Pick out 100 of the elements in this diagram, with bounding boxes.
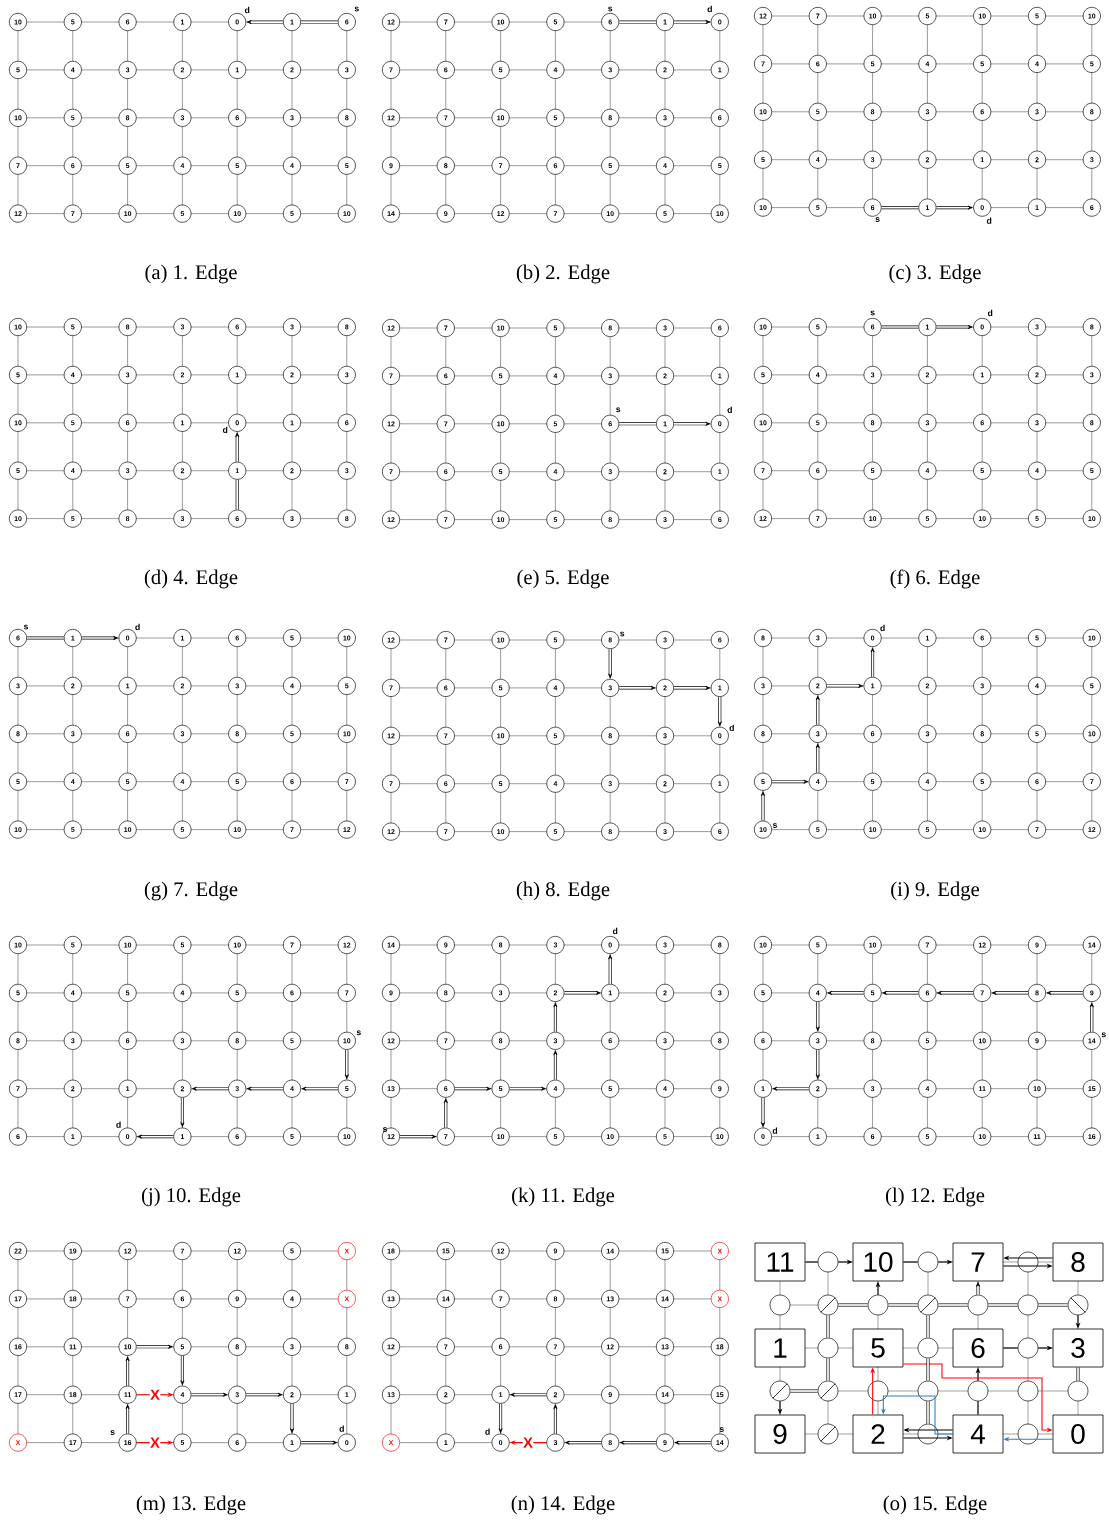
endpoint-label: s	[382, 1127, 388, 1132]
arrow	[935, 325, 973, 329]
arrow	[553, 1050, 558, 1081]
arrow	[926, 1357, 930, 1382]
arrow	[771, 779, 809, 784]
junction-circle	[967, 1380, 989, 1402]
arrow	[180, 1096, 185, 1128]
number-box: 7	[952, 1242, 1004, 1282]
arrow	[935, 205, 973, 210]
arrow	[673, 421, 711, 426]
arrow	[882, 990, 920, 995]
arrow	[815, 695, 820, 726]
arrow	[245, 1392, 283, 1397]
arrow	[125, 1404, 130, 1435]
caption: (n) 14. Edge	[511, 1495, 615, 1515]
caption: (l) 12. Edge	[885, 1187, 985, 1207]
junction-circle	[1017, 1337, 1039, 1359]
arrow	[135, 1344, 173, 1349]
junction-circle	[1017, 1251, 1039, 1273]
endpoint-label: d	[339, 1425, 344, 1432]
number-box: 4	[952, 1414, 1004, 1454]
number-box: 1	[754, 1328, 806, 1368]
number-box: 11	[754, 1242, 806, 1282]
arrow	[137, 1134, 175, 1139]
caption: (j) 10. Edge	[141, 1187, 241, 1207]
caption: (e) 5. Edge	[517, 569, 609, 589]
arrow	[344, 1048, 349, 1080]
endpoint-label: d	[727, 406, 732, 413]
endpoint-label: s	[875, 217, 880, 222]
arrow	[717, 696, 722, 727]
number-box: 9	[754, 1414, 806, 1454]
arrow	[180, 1354, 185, 1386]
arrow	[991, 990, 1029, 995]
number-box: 6	[952, 1328, 1004, 1368]
caption: (o) 15. Edge	[883, 1495, 987, 1515]
endpoint-label: d	[772, 1127, 778, 1134]
junction-circle	[1067, 1294, 1089, 1316]
arrow	[443, 1098, 448, 1129]
endpoint-label: s	[354, 6, 359, 12]
caption: (g) 7. Edge	[144, 881, 238, 901]
endpoint-label: s	[1101, 1032, 1106, 1038]
junction-circle	[1017, 1294, 1039, 1316]
caption: (i) 9. Edge	[891, 881, 980, 901]
edge-label: X	[149, 1389, 161, 1401]
arrow	[825, 683, 864, 688]
number-box: 5	[852, 1328, 904, 1368]
endpoint-label: s	[719, 1427, 724, 1432]
arrow	[510, 1392, 548, 1397]
arrow	[190, 1392, 228, 1397]
junction-circle	[967, 1294, 989, 1316]
arrow	[563, 990, 601, 995]
endpoint-label: s	[110, 1430, 115, 1435]
arrow	[936, 990, 975, 995]
arrow	[125, 1356, 130, 1387]
arrow	[619, 1440, 657, 1445]
caption: (m) 13. Edge	[136, 1495, 246, 1515]
endpoint-label: d	[987, 309, 993, 317]
endpoint-label: s	[608, 6, 613, 12]
number-box: 3	[1052, 1328, 1104, 1368]
endpoint-label: d	[729, 724, 734, 731]
junction-circle	[1017, 1423, 1039, 1445]
arrow	[1076, 1366, 1080, 1382]
arrow	[826, 1314, 830, 1339]
arrow	[80, 636, 119, 640]
arrow	[553, 1404, 558, 1435]
edge-label: X	[149, 1437, 161, 1449]
arrow	[608, 648, 613, 679]
arrow	[301, 1086, 339, 1091]
junction-circle	[917, 1337, 939, 1359]
endpoint-label: d	[880, 624, 885, 632]
number-box: 2	[852, 1414, 904, 1454]
junction-circle	[1017, 1380, 1039, 1402]
endpoint-label: d	[116, 1121, 121, 1128]
arrow	[399, 1134, 437, 1139]
edge-label: X	[522, 1437, 534, 1449]
caption: (b) 2. Edge	[516, 264, 610, 284]
endpoint-label: d	[986, 217, 992, 224]
arrow	[976, 1281, 980, 1296]
caption: (k) 11. Edge	[512, 1187, 615, 1207]
caption: (a) 1. Edge	[145, 264, 237, 284]
arrow	[870, 647, 875, 678]
junction-circle	[817, 1380, 839, 1402]
endpoint-label: s	[356, 1030, 361, 1036]
junction-circle	[817, 1337, 839, 1359]
endpoint-label: d	[612, 927, 618, 935]
number-box: 0	[1052, 1414, 1104, 1454]
junction-circle	[817, 1251, 839, 1273]
junction-circle	[917, 1294, 939, 1316]
endpoint-label: s	[23, 624, 29, 630]
arrow	[453, 1086, 492, 1091]
caption: (c) 3. Edge	[889, 264, 981, 284]
arrow	[498, 1402, 503, 1434]
arrow	[674, 1440, 712, 1445]
arrow	[553, 1002, 558, 1033]
arrow	[618, 685, 656, 690]
arrow	[815, 1001, 820, 1032]
endpoint-label: d	[485, 1428, 490, 1435]
arrow	[564, 1440, 603, 1445]
arrow	[926, 1400, 930, 1425]
number-box: 8	[1052, 1242, 1104, 1282]
